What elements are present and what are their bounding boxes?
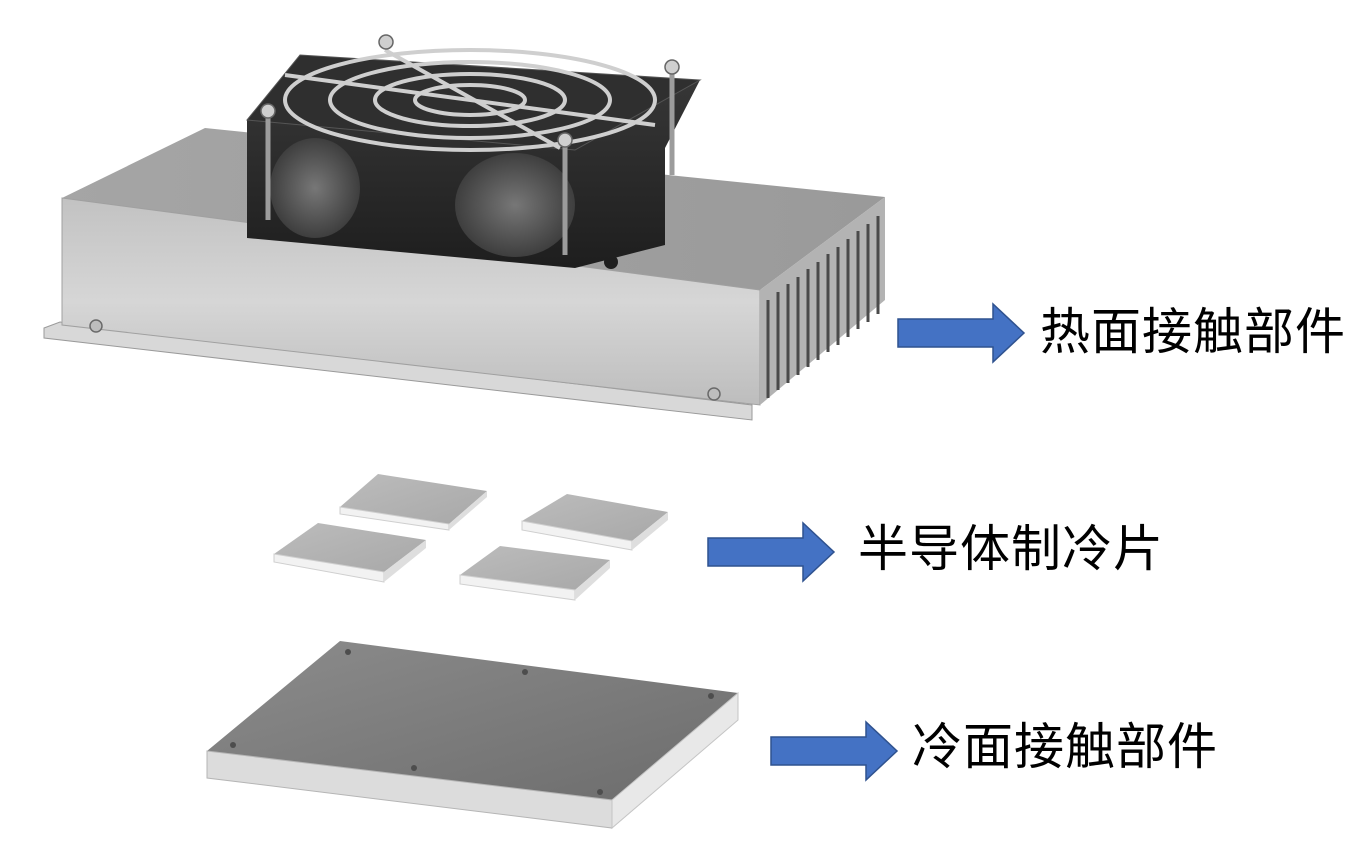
- peltier-label: 半导体制冷片: [858, 520, 1164, 578]
- heatsink-fins: [766, 216, 880, 398]
- screw-icon: [89, 319, 103, 333]
- peltier-module: [459, 546, 610, 601]
- peltier-module: [339, 474, 487, 531]
- peltier-module: [273, 523, 426, 583]
- heatsink-fan-assembly: [43, 34, 885, 421]
- arrow-cold-side-icon: [770, 720, 899, 782]
- peltier-module: [521, 494, 668, 551]
- screw-icon: [707, 387, 721, 401]
- thermoelectric-modules: [273, 474, 668, 601]
- cold-plate-top: [207, 641, 738, 800]
- hot-side-label: 热面接触部件: [1040, 303, 1346, 361]
- cold-plate-side: [611, 691, 739, 830]
- arrow-peltier-icon: [707, 521, 836, 583]
- fan-icon: [246, 34, 702, 268]
- cold-plate: [206, 641, 739, 830]
- arrow-hot-side-icon: [897, 302, 1026, 364]
- heatsink-fins-face: [760, 197, 885, 405]
- heatsink-flange: [43, 321, 753, 421]
- cold-side-label: 冷面接触部件: [912, 718, 1218, 776]
